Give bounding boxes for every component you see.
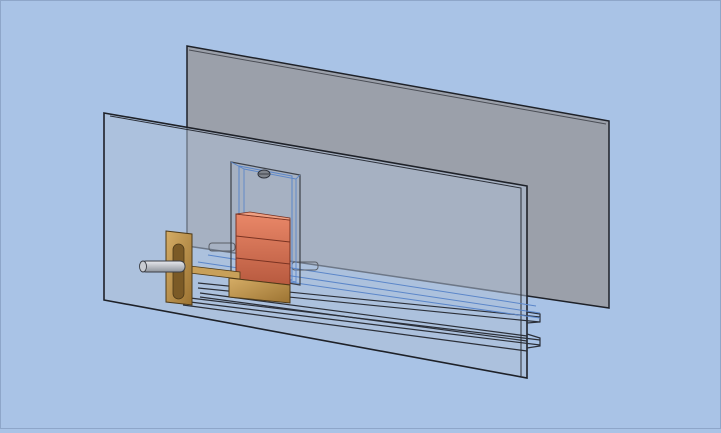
top-screw [257, 169, 271, 179]
stack-blocks[interactable] [235, 211, 291, 286]
slider-base[interactable] [189, 265, 291, 304]
front-plate[interactable] [103, 112, 528, 379]
handle-pin[interactable] [139, 260, 186, 273]
